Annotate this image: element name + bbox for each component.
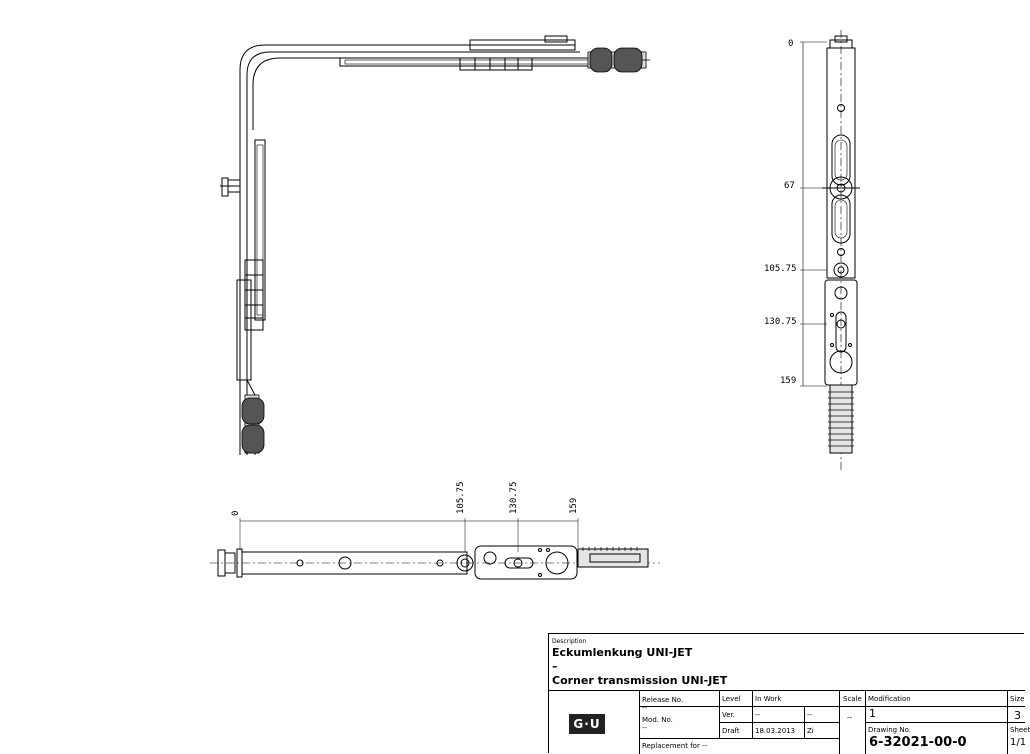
size-label: Size — [1010, 695, 1025, 703]
side-dim-159: 159 — [780, 376, 796, 386]
size-value: 3 — [1014, 709, 1021, 722]
bottom-dim-0: 0 — [231, 511, 241, 516]
sheet-value: 1/1 — [1010, 737, 1027, 748]
corner-view — [220, 35, 650, 455]
title-block: Description Eckumlenkung UNI-JET – Corne… — [548, 633, 1030, 754]
bottom-dim-105-75: 105.75 — [456, 481, 466, 514]
ver-label: Ver. — [722, 711, 736, 719]
replacement-label: Replacement for -- — [642, 742, 708, 750]
ver-extra: -- — [807, 711, 813, 719]
modification-value: 1 — [869, 707, 876, 720]
bottom-view — [210, 518, 660, 580]
description-label: Description — [552, 638, 587, 645]
side-view — [800, 30, 860, 470]
description-de: Eckumlenkung UNI-JET — [552, 646, 693, 659]
modification-label: Modification — [868, 695, 911, 703]
mod-no-value: -- — [642, 724, 648, 732]
ver-value: -- — [755, 711, 761, 719]
drawing-no-label: Drawing No. — [868, 726, 911, 734]
description-dash: – — [552, 660, 558, 673]
scale-label: Scale — [843, 695, 862, 703]
side-dim-0: 0 — [788, 39, 793, 49]
draft-label: Draft — [722, 727, 740, 735]
side-dim-105-75: 105.75 — [764, 264, 797, 274]
release-no-label: Release No. — [642, 696, 684, 704]
level-label: Level — [722, 695, 741, 703]
scale-value: -- — [847, 714, 853, 722]
mod-no-label: Mod. No. — [642, 716, 673, 724]
release-no-value: -- — [642, 704, 648, 712]
gu-logo: G·U — [569, 714, 605, 734]
draft-date: 18.03.2013 — [755, 727, 796, 735]
side-dim-67: 67 — [784, 181, 795, 191]
drawing-no-value: 6-32021-00-0 — [869, 735, 967, 750]
bottom-dim-130-75: 130.75 — [509, 481, 519, 514]
level-value: In Work — [755, 695, 782, 703]
side-dim-130-75: 130.75 — [764, 317, 797, 327]
description-en: Corner transmission UNI-JET — [552, 674, 728, 687]
sheet-label: Sheet — [1010, 726, 1030, 734]
draft-author: Zi — [807, 727, 814, 735]
bottom-dim-159: 159 — [569, 498, 579, 514]
